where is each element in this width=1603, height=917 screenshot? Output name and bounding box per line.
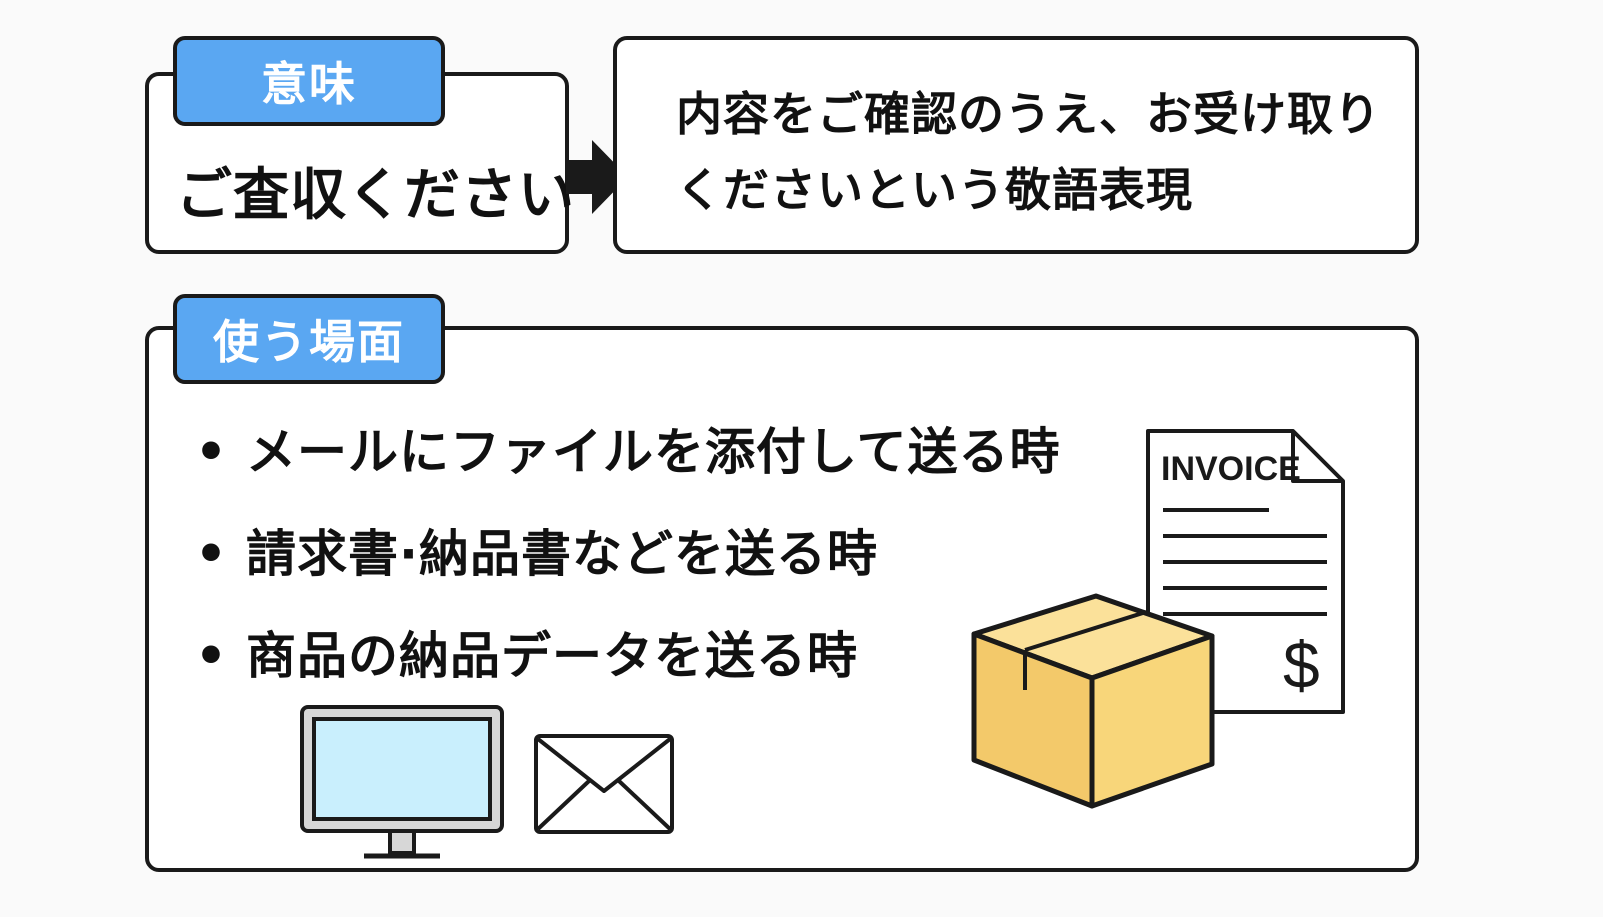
definition-box [613,36,1419,254]
usage-item: • 請求書·納品書などを送る時 [195,514,878,586]
definition-text: 内容をご確認のうえ、お受け取りくださいという敬語表現 [676,87,1381,217]
meaning-tag: 意味 [173,36,445,126]
meaning-tag-label: 意味 [261,57,357,111]
invoice-label: INVOICE [1161,450,1301,488]
envelope-icon [534,734,674,834]
usage-item-text: 商品の納品データを送る時 [245,627,858,685]
term-text: ご査収ください [176,163,575,228]
monitor-icon [300,705,504,859]
bullet-marker: • [195,627,228,685]
usage-item: • 商品の納品データを送る時 [195,616,858,688]
cardboard-box-icon [971,593,1215,809]
arrow-right-icon [566,140,628,214]
usage-item-text: 請求書·納品書などを送る時 [245,525,878,583]
usage-item: • メールにファイルを添付して送る時 [195,412,1060,484]
usage-item-text: メールにファイルを添付して送る時 [245,423,1061,481]
bullet-marker: • [195,525,228,583]
usage-tag: 使う場面 [173,294,445,384]
currency-symbol: $ [1283,628,1320,702]
bullet-marker: • [195,423,228,481]
usage-tag-label: 使う場面 [213,315,405,369]
